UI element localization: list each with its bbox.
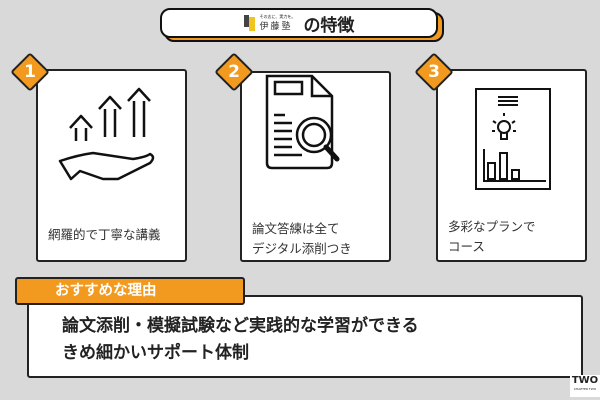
hand-growth-arrows-icon [58,87,155,181]
brand-name: TWO [571,375,599,386]
logo-name: 伊藤塾 [259,22,293,32]
feature-card-1: 網羅的で丁寧な講義 [36,69,187,262]
reason-label: おすすめな理由 [15,277,245,305]
reason-text: 論文添削・模擬試験など実践的な学習ができる きめ細かいサポート体制 [62,316,419,363]
logo-mark-icon [243,15,256,31]
logo-tagline: その志に、実力を。 [259,14,296,19]
brand-logo: TWO CHAPTER TWO [570,375,600,397]
feature-label: 多彩なプランで コース [448,219,536,254]
badge-number: 3 [428,62,440,82]
page-title: その志に、実力を。 伊藤塾 の特徴 [160,8,438,38]
logo: その志に、実力を。 伊藤塾 [243,14,296,32]
feature-card-3: 多彩なプランで コース [436,69,587,262]
badge-number: 2 [228,62,240,82]
title-text: の特徴 [303,15,355,36]
feature-label: 論文答練は全て デジタル添削つき [252,221,352,256]
reason-box [27,295,583,378]
brand-sub: CHAPTER TWO [573,387,597,391]
document-magnifier-icon [265,74,340,170]
feature-label: 網羅的で丁寧な講義 [48,227,161,242]
badge-number: 1 [24,62,36,82]
report-lightbulb-chart-icon [475,88,551,190]
feature-card-2: 論文答練は全て デジタル添削つき [240,71,391,262]
